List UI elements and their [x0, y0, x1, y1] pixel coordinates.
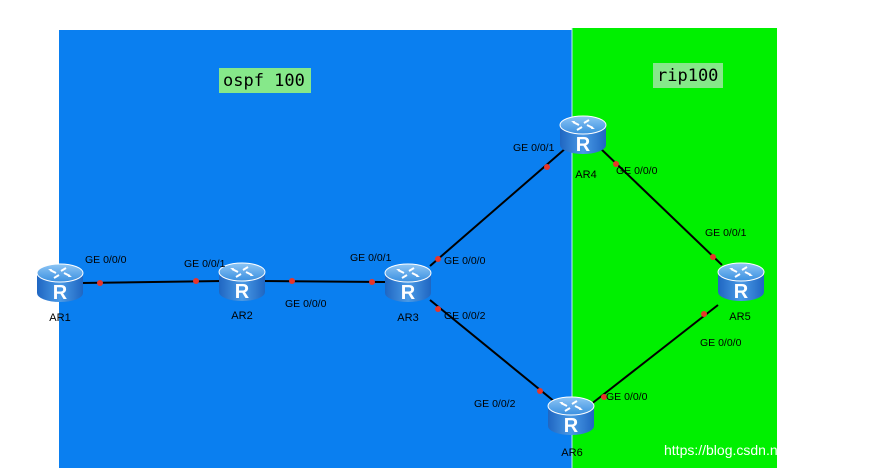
rip-area-label: rip100 [657, 66, 718, 86]
port-dot [435, 256, 441, 262]
ospf-area-label: ospf 100 [223, 71, 305, 91]
router-icon [547, 396, 595, 438]
port-dot [601, 394, 607, 400]
router-label: AR5 [729, 311, 750, 323]
link-ar6-ar5 [589, 304, 719, 406]
port-label-ar2-g001: GE 0/0/1 [184, 258, 226, 270]
port-label-ar3-g002: GE 0/0/2 [444, 310, 486, 322]
port-dot [710, 254, 716, 260]
link-ar4-ar5 [599, 147, 723, 266]
router-ar6[interactable]: AR6 [547, 396, 595, 459]
router-ar5[interactable]: AR5 [717, 262, 765, 323]
port-label-ar4-g001: GE 0/0/1 [513, 142, 555, 154]
port-dot [289, 278, 295, 284]
router-icon [384, 263, 432, 305]
port-dot [701, 311, 707, 317]
port-dot [193, 278, 199, 284]
router-ar3[interactable]: AR3 [384, 263, 432, 324]
port-dot [435, 306, 441, 312]
router-ar2[interactable]: AR2 [218, 262, 266, 322]
rip-area [572, 28, 777, 468]
watermark: https://blog.csdn.net/kuaizai__ [664, 442, 853, 458]
port-dot [97, 280, 103, 286]
port-label-ar1-g000: GE 0/0/0 [85, 254, 127, 266]
ospf-area-label-bg [219, 68, 311, 93]
port-label-ar3-g001: GE 0/0/1 [350, 252, 392, 264]
port-dot [537, 388, 543, 394]
rip-area-label-bg [653, 63, 723, 88]
port-label-ar6-g002: GE 0/0/2 [474, 398, 516, 410]
router-icon [218, 262, 266, 304]
router-label: AR1 [49, 312, 70, 324]
router-icon [36, 263, 84, 305]
link-ar3-ar6 [429, 299, 556, 403]
port-label-ar2-g000: GE 0/0/0 [285, 298, 327, 310]
link-ar3-ar4 [429, 147, 567, 267]
port-label-ar3-g000: GE 0/0/0 [444, 255, 486, 267]
router-label: AR6 [561, 447, 582, 459]
port-label-ar5-g001: GE 0/0/1 [705, 227, 747, 239]
router-ar1[interactable]: AR1 [36, 263, 84, 324]
router-label: AR4 [575, 169, 596, 181]
port-label-ar5-g000: GE 0/0/0 [700, 337, 742, 349]
port-label-ar6-g000: GE 0/0/0 [606, 391, 648, 403]
links [81, 147, 723, 406]
port-dot [544, 164, 550, 170]
router-label: AR3 [397, 312, 418, 324]
router-ar4[interactable]: AR4 [559, 115, 607, 181]
port-dot [369, 279, 375, 285]
port-label-ar4-g000: GE 0/0/0 [616, 165, 658, 177]
router-label: AR2 [231, 310, 252, 322]
router-icon [717, 262, 765, 304]
link-ar2-ar3 [261, 280, 389, 283]
port-dot [613, 161, 619, 167]
port-dots [97, 161, 716, 400]
ospf-area [59, 30, 572, 468]
router-icon [559, 115, 607, 157]
